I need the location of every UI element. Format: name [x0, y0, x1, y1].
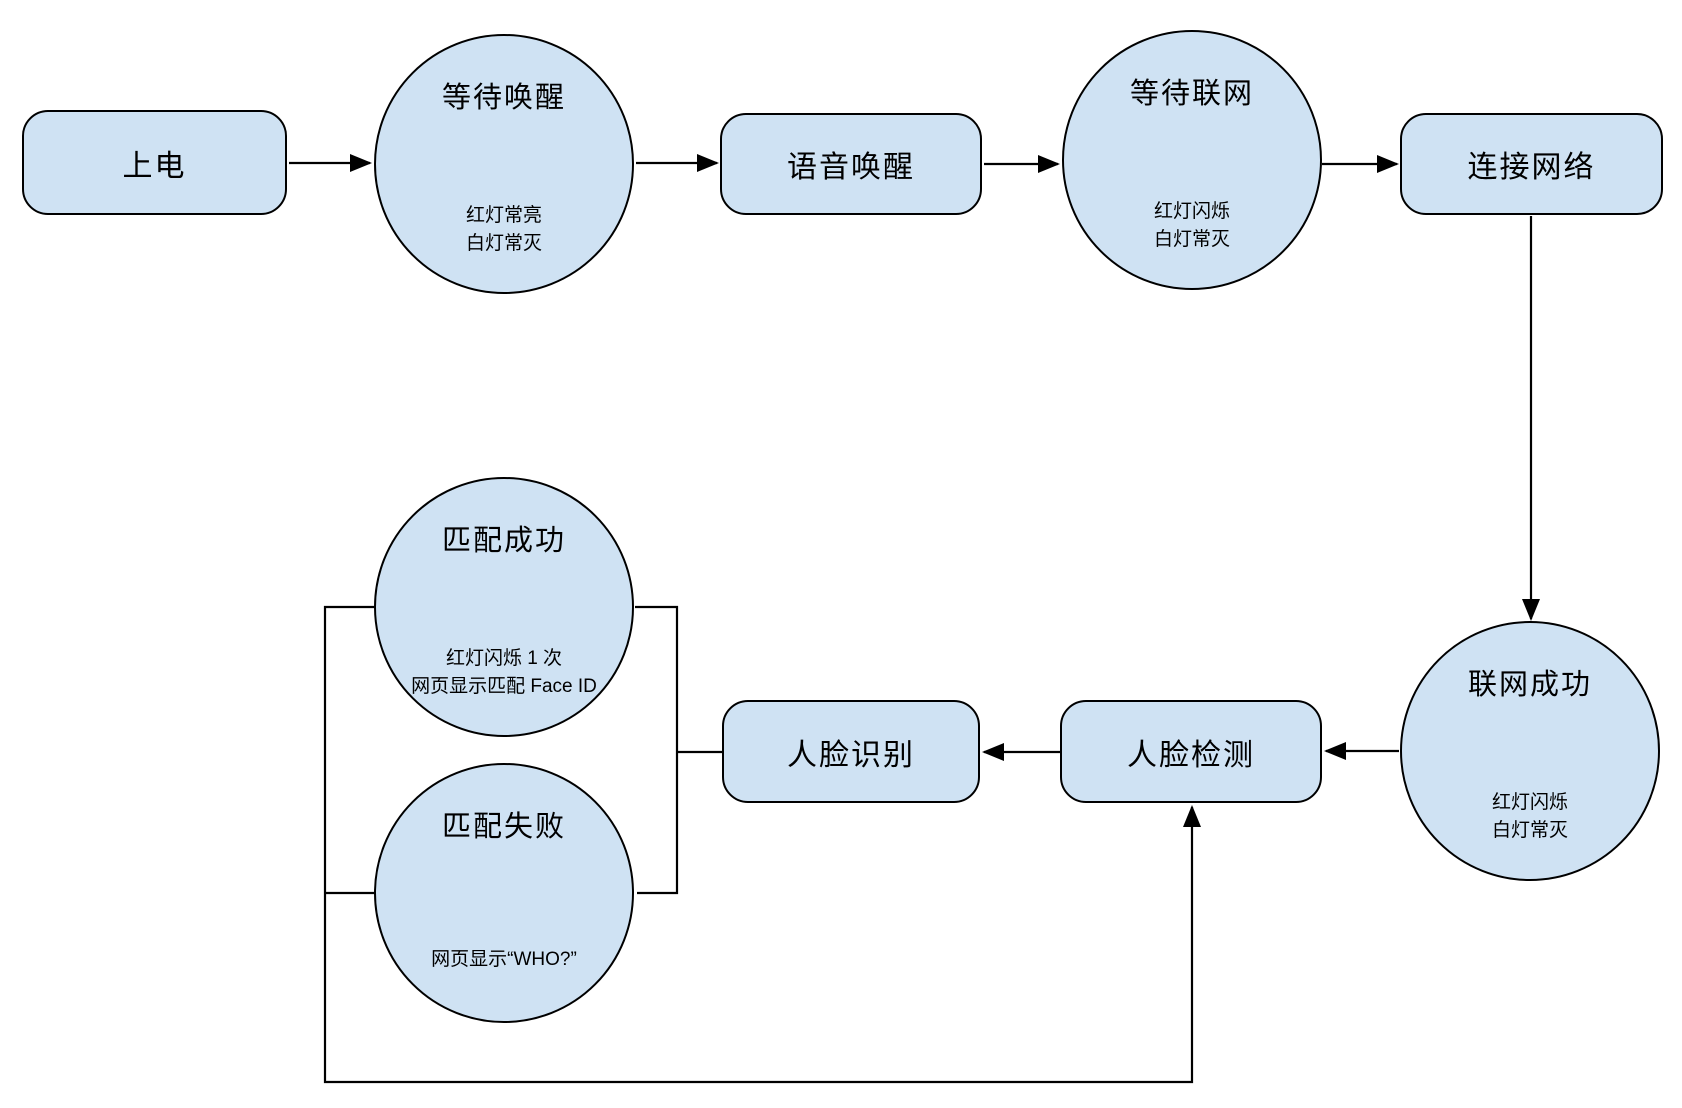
- node-voice-wake-label: 语音唤醒: [787, 151, 915, 184]
- node-face-detect-label: 人脸检测: [1127, 738, 1255, 772]
- node-network-success-note: 红灯闪烁 白灯常灭: [1491, 792, 1568, 841]
- node-wait-wake-note: 红灯常亮 白灯常灭: [465, 205, 542, 254]
- node-network-success: 联网成功 红灯闪烁 白灯常灭: [1400, 621, 1660, 881]
- node-wait-network-title: 等待联网: [1129, 78, 1254, 110]
- node-match-fail: 匹配失败 网页显示“WHO?”: [374, 763, 634, 1023]
- node-wait-wake-title: 等待唤醒: [441, 82, 566, 114]
- node-face-detect: 人脸检测: [1060, 700, 1322, 803]
- node-power-on-label: 上电: [122, 149, 187, 183]
- node-wait-network-note: 红灯闪烁 白灯常灭: [1153, 201, 1230, 250]
- node-wait-wake: 等待唤醒 红灯常亮 白灯常灭: [374, 34, 634, 294]
- node-match-fail-title: 匹配失败: [441, 811, 566, 843]
- node-power-on: 上电: [22, 110, 287, 215]
- edge-face-recognize-branch-bracket: [635, 605, 679, 895]
- node-network-success-title: 联网成功: [1467, 669, 1592, 701]
- node-voice-wake: 语音唤醒: [720, 113, 982, 215]
- node-match-success-note: 红灯闪烁 1 次 网页显示匹配 Face ID: [411, 648, 597, 697]
- node-wait-network: 等待联网 红灯闪烁 白灯常灭: [1062, 30, 1322, 290]
- node-connect-network-label: 连接网络: [1467, 151, 1596, 184]
- node-match-success-title: 匹配成功: [441, 525, 566, 557]
- edge-match-loop-to-face-detect: [323, 605, 1201, 1084]
- node-match-success: 匹配成功 红灯闪烁 1 次 网页显示匹配 Face ID: [374, 477, 634, 737]
- node-connect-network: 连接网络: [1400, 113, 1663, 215]
- node-face-recognize-label: 人脸识别: [787, 738, 915, 772]
- node-match-fail-note: 网页显示“WHO?”: [431, 949, 577, 970]
- node-face-recognize: 人脸识别: [722, 700, 980, 803]
